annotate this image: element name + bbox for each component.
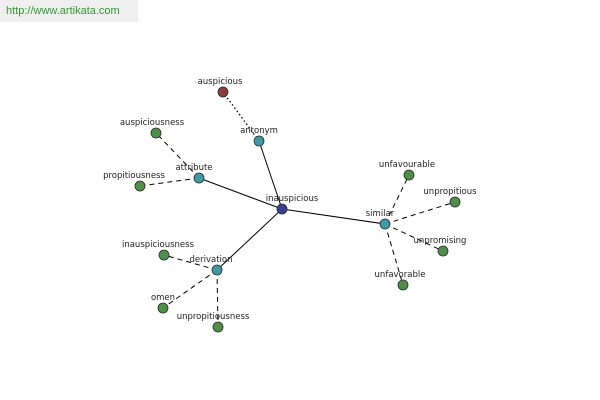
edge-inauspicious-attribute xyxy=(198,177,283,210)
label-inauspiciousness[interactable]: inauspiciousness xyxy=(122,240,195,250)
edge-similar-unpropitious xyxy=(384,201,456,225)
edge-inauspicious-antonym xyxy=(258,140,283,210)
source-link[interactable]: http://www.artikata.com xyxy=(0,0,138,22)
label-derivation[interactable]: derivation xyxy=(189,255,232,265)
node-attribute[interactable] xyxy=(193,172,205,184)
label-omen[interactable]: omen xyxy=(151,293,175,303)
label-similar[interactable]: similar xyxy=(366,209,395,219)
node-unpropitious[interactable] xyxy=(449,196,461,208)
node-similar[interactable] xyxy=(379,218,391,230)
node-inauspicious[interactable] xyxy=(276,203,288,215)
node-auspicious[interactable] xyxy=(217,86,229,98)
label-unfavorable[interactable]: unfavorable xyxy=(375,270,426,280)
label-unpromising[interactable]: unpromising xyxy=(414,236,467,246)
edge-derivation-inauspiciousness xyxy=(163,254,218,271)
node-unpromising[interactable] xyxy=(437,245,449,257)
node-omen[interactable] xyxy=(157,302,169,314)
nodes xyxy=(134,86,461,333)
edge-derivation-omen xyxy=(162,269,218,309)
label-unfavourable[interactable]: unfavourable xyxy=(379,160,435,170)
node-unfavourable[interactable] xyxy=(403,169,415,181)
edge-inauspicious-derivation xyxy=(216,208,283,271)
labels: inauspicious antonym attribute similar deriv… xyxy=(103,77,477,322)
edge-inauspicious-similar xyxy=(281,208,386,225)
label-auspiciousness[interactable]: auspiciousness xyxy=(120,118,185,128)
label-unpropitiousness[interactable]: unpropitiousness xyxy=(177,312,250,322)
edge-similar-unpromising xyxy=(384,223,444,252)
label-attribute[interactable]: attribute xyxy=(175,163,212,173)
node-propitiousness[interactable] xyxy=(134,180,146,192)
node-unfavorable[interactable] xyxy=(397,279,409,291)
node-auspiciousness[interactable] xyxy=(150,127,162,139)
label-unpropitious[interactable]: unpropitious xyxy=(423,187,477,197)
edge-similar-unfavourable xyxy=(384,174,410,225)
node-inauspiciousness[interactable] xyxy=(158,249,170,261)
node-unpropitiousness[interactable] xyxy=(212,321,224,333)
edge-derivation-unpropitiousness xyxy=(216,269,219,328)
edge-attribute-auspiciousness xyxy=(155,132,200,179)
edge-similar-unfavorable xyxy=(384,223,404,286)
label-antonym[interactable]: antonym xyxy=(240,126,278,136)
label-propitiousness[interactable]: propitiousness xyxy=(103,171,165,181)
label-auspicious[interactable]: auspicious xyxy=(198,77,243,87)
node-derivation[interactable] xyxy=(211,264,223,276)
node-antonym[interactable] xyxy=(253,135,265,147)
edge-attribute-propitiousness xyxy=(139,177,200,187)
label-inauspicious[interactable]: inauspicious xyxy=(266,194,319,204)
edges xyxy=(139,91,456,328)
